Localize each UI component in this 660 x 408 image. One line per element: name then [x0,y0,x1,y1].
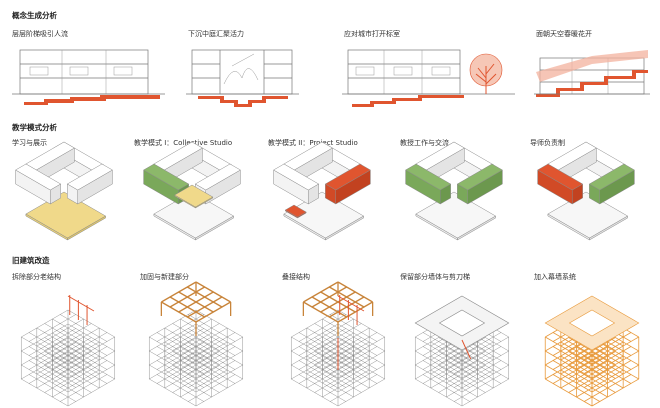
renovation-panel-2-label: 加固与新建部分 [140,273,189,281]
section-drawing-facing-sky [534,50,650,97]
structure-diagram-curtain-wall [544,295,640,407]
massing-diagram-collective-studio [143,141,241,241]
structure-diagram-demolish [21,295,115,407]
section-title-renovation: 旧建筑改造 [12,256,50,265]
teaching-panel-1-label: 学习与展示 [12,139,47,147]
section-drawing-open-to-city [342,49,515,107]
massing-diagram-tutor-system [537,141,635,241]
renovation-panel-5-label: 加入幕墙系统 [534,273,576,281]
massing-diagram-professor-exchange [405,141,503,241]
teaching-panel-3-label: 教学模式 II：Project Studio [268,139,358,147]
massing-diagram-learning-exhibition [15,141,113,241]
teaching-panel-2-label: 教学模式 I：Collective Studio [134,139,233,147]
renovation-panel-4-label: 保留部分墙体与剪刀梯 [400,273,470,281]
tree-icon [469,53,503,94]
section-drawing-terraced-steps [12,49,165,105]
concept-panel-1-label: 层层阶梯吸引人流 [12,30,68,38]
teaching-panel-4-label: 教授工作与交流 [400,139,449,147]
teaching-panel-5-label: 导师负责制 [530,139,565,147]
section-title-teaching: 教学模式分析 [12,123,57,132]
structure-diagram-stacked [291,281,385,407]
massing-diagram-project-studio [273,141,371,241]
renovation-panel-3-label: 叠接结构 [282,273,310,281]
renovation-panel-1-label: 拆除部分老结构 [12,273,61,281]
concept-panel-4-label: 面朝天空春暖花开 [536,30,592,38]
structure-diagram-retained-walls [414,295,510,407]
structure-diagram-reinforce [149,281,243,407]
section-title-concept: 概念生成分析 [12,11,57,20]
concept-panel-2-label: 下沉中庭汇聚活力 [188,30,244,38]
section-drawing-sunken-atrium [186,49,299,107]
concept-panel-3-label: 应对城市打开标室 [344,30,400,38]
